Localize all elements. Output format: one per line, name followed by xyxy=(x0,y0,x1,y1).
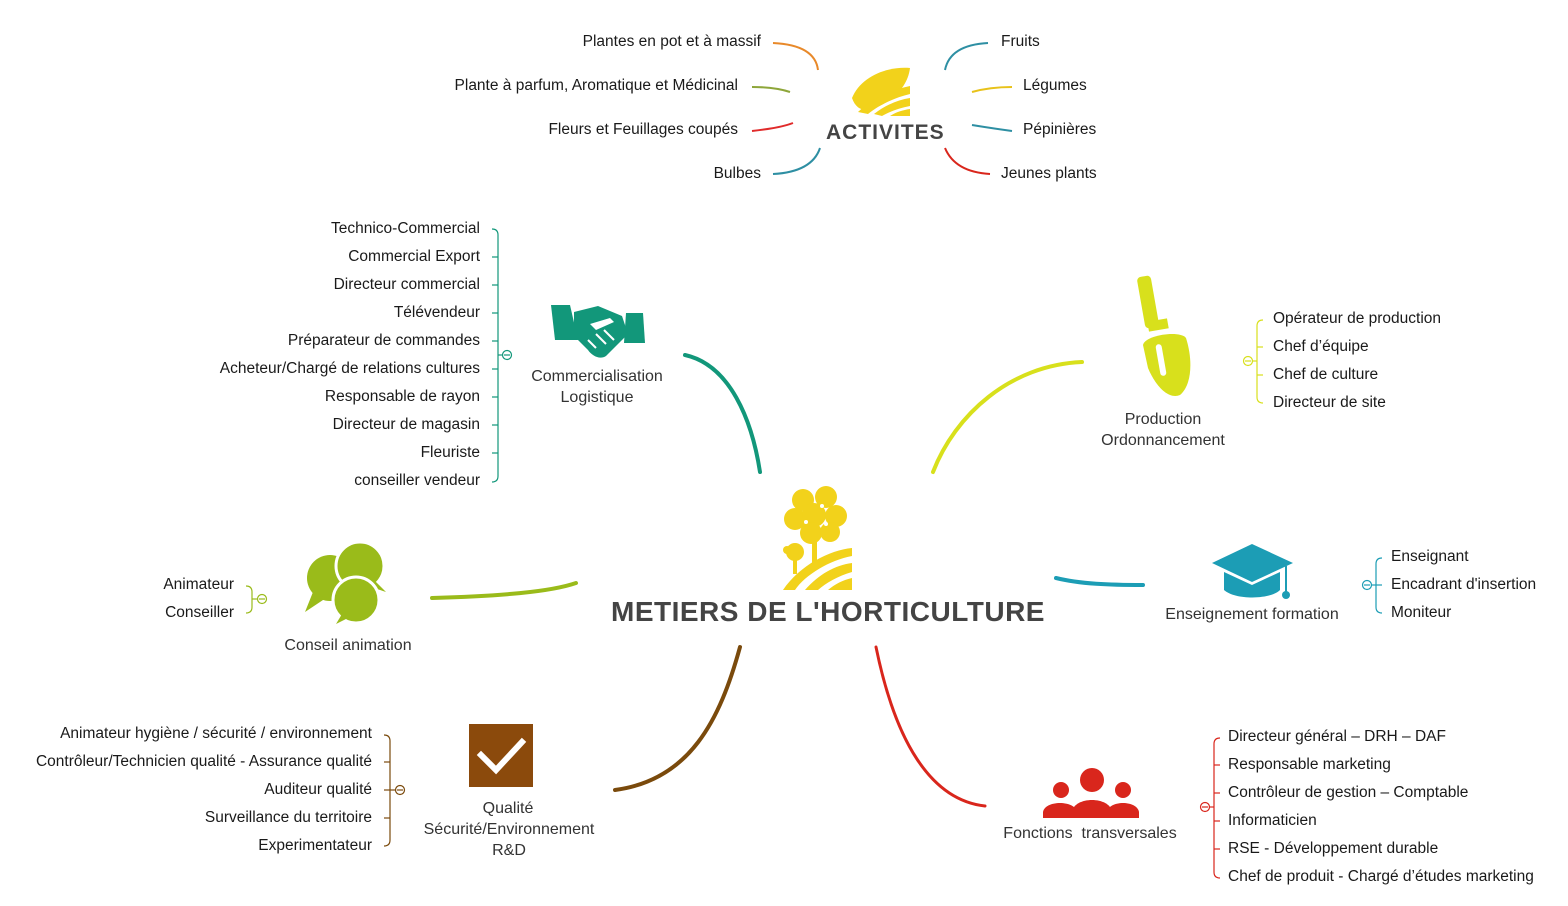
list-item: Préparateur de commandes xyxy=(287,332,480,349)
list-item: Experimentateur xyxy=(258,837,372,854)
activity-item: Plante à parfum, Aromatique et Médicinal xyxy=(454,77,738,94)
bracket-ticks-commercialisation xyxy=(492,256,502,454)
list-item: Enseignant xyxy=(1391,548,1469,565)
branch-conseil xyxy=(430,581,578,600)
list-item: Contrôleur de gestion – Comptable xyxy=(1228,784,1469,801)
list-item: Responsable marketing xyxy=(1228,756,1391,773)
collapse-dot-production xyxy=(1242,355,1254,367)
collapse-dot-conseil xyxy=(256,593,268,605)
list-item: Contrôleur/Technicien qualité - Assuranc… xyxy=(35,753,372,770)
list-item: Animateur xyxy=(163,576,234,593)
list-item: Directeur de magasin xyxy=(332,416,480,433)
branch-label-commercialisation-2: Logistique xyxy=(560,389,634,406)
flower-field-icon xyxy=(783,486,852,590)
branch-commercialisation xyxy=(683,353,762,474)
list-item: Chef d’équipe xyxy=(1273,338,1369,355)
list-item: Chef de culture xyxy=(1273,366,1379,383)
list-item: Conseiller xyxy=(165,604,234,621)
list-item: RSE - Développement durable xyxy=(1228,840,1439,857)
branch-label-enseignement: Enseignement formation xyxy=(1165,606,1339,623)
list-item: Responsable de rayon xyxy=(324,388,480,405)
activity-connectors xyxy=(751,42,1013,175)
list-item: conseiller vendeur xyxy=(354,472,480,489)
leaf-field-icon xyxy=(852,67,910,116)
branch-label-qualite-3: R&D xyxy=(492,842,526,859)
list-item: Directeur commercial xyxy=(333,276,480,293)
list-item: Auditeur qualité xyxy=(264,781,372,798)
branch-production xyxy=(931,360,1084,474)
list-item: Acheteur/Chargé de relations cultures xyxy=(219,360,480,377)
collapse-dot-fonctions xyxy=(1199,801,1211,813)
activity-item: Jeunes plants xyxy=(1001,165,1097,182)
activity-item: Fruits xyxy=(1001,33,1040,50)
checkbox-icon xyxy=(469,724,533,787)
team-icon xyxy=(1043,768,1139,818)
list-item: Technico-Commercial xyxy=(330,220,480,237)
list-item: Directeur de site xyxy=(1273,394,1386,411)
handshake-icon xyxy=(551,305,645,358)
branch-label-qualite-2: Sécurité/Environnement xyxy=(423,821,595,838)
activity-item: Fleurs et Feuillages coupés xyxy=(548,121,738,138)
branch-label-production-2: Ordonnancement xyxy=(1101,432,1225,449)
branch-enseignement xyxy=(1054,576,1145,587)
speech-bubbles-icon xyxy=(305,540,386,625)
list-item: Surveillance du territoire xyxy=(204,809,372,826)
list-item: Chef de produit - Chargé d’études market… xyxy=(1228,868,1534,885)
branch-label-production: Production xyxy=(1124,411,1202,428)
graduation-cap-icon xyxy=(1212,544,1293,599)
bracket-commercialisation xyxy=(491,228,499,483)
activity-item: Bulbes xyxy=(713,165,761,182)
list-item: Fleuriste xyxy=(420,444,480,461)
list-item: Opérateur de production xyxy=(1273,310,1442,327)
trowel-icon xyxy=(1137,275,1191,396)
list-item: Encadrant d'insertion xyxy=(1391,576,1537,593)
list-item: Moniteur xyxy=(1391,604,1452,621)
list-item: Animateur hygiène / sécurité / environne… xyxy=(60,725,372,742)
activity-item: Légumes xyxy=(1023,77,1087,94)
collapse-dot-qualite xyxy=(394,784,406,796)
collapse-dot-enseignement xyxy=(1361,579,1373,591)
page-title: METIERS DE L'HORTICULTURE xyxy=(611,596,1045,627)
branch-label-commercialisation: Commercialisation xyxy=(531,368,663,385)
branch-qualite xyxy=(613,645,742,792)
list-item: Directeur général – DRH – DAF xyxy=(1228,728,1446,745)
branch-label-conseil: Conseil animation xyxy=(284,637,412,654)
list-brackets xyxy=(245,228,1383,879)
activity-item: Pépinières xyxy=(1023,121,1097,138)
branch-label-fonctions: Fonctions transversales xyxy=(1003,825,1177,842)
list-item: Informaticien xyxy=(1228,812,1317,829)
activity-item: Plantes en pot et à massif xyxy=(582,33,761,50)
branch-label-qualite: Qualité xyxy=(482,800,534,817)
main-branches xyxy=(430,353,1145,808)
list-item: Télévendeur xyxy=(393,304,480,321)
list-item: Commercial Export xyxy=(348,248,480,265)
branch-fonctions xyxy=(874,645,987,808)
collapse-dot-commercialisation xyxy=(501,349,513,361)
activites-title: ACTIVITES xyxy=(826,121,945,144)
